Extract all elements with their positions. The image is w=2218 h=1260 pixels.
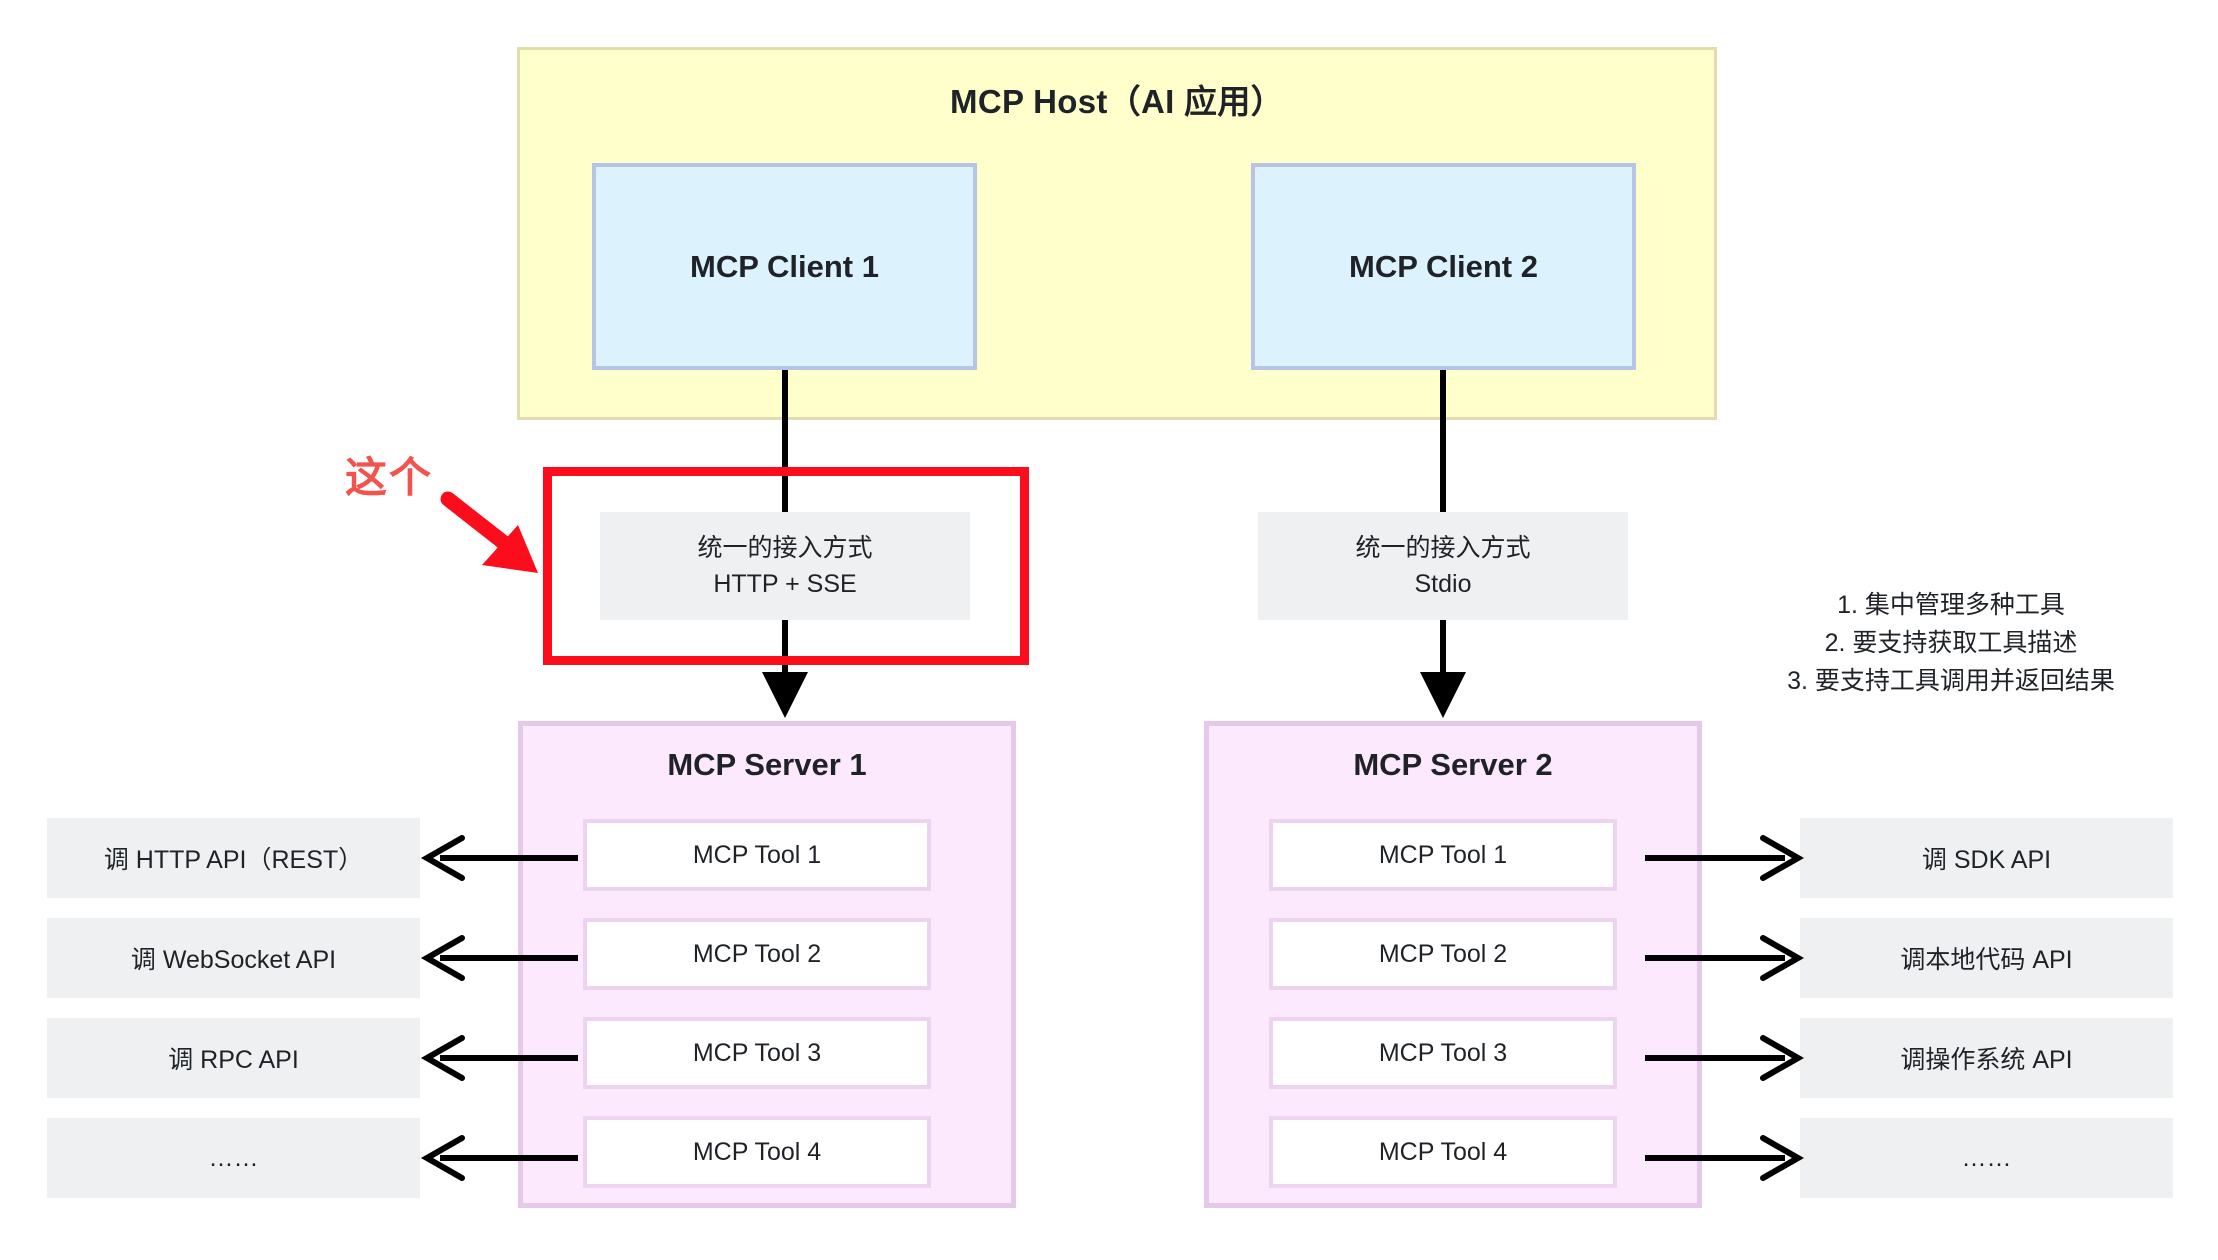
left-api-label: …… [208, 1143, 259, 1172]
tool-box[interactable]: MCP Tool 1 [1269, 819, 1617, 891]
note-item-3: 3. 要支持工具调用并返回结果 [1787, 667, 2115, 695]
requirements-notes: 1. 集中管理多种工具 2. 要支持获取工具描述 3. 要支持工具调用并返回结果 [1726, 586, 2176, 700]
annotation-text-zhege: 这个 [345, 454, 434, 501]
left-api-box-1: 调 HTTP API（REST） [47, 818, 420, 898]
tool-box[interactable]: MCP Tool 4 [1269, 1116, 1617, 1188]
left-api-label: 调 RPC API [168, 1046, 299, 1074]
mcp-server-2-tool-list: MCP Tool 1 MCP Tool 2 MCP Tool 3 MCP Too… [1269, 819, 1617, 1215]
left-api-box-2: 调 WebSocket API [47, 918, 420, 998]
left-api-label: 调 WebSocket API [130, 946, 337, 974]
transport-1-line2: HTTP + SSE [713, 570, 857, 598]
right-api-label: …… [1961, 1143, 2012, 1172]
transport-2-line1: 统一的接入方式 [1355, 533, 1531, 562]
tool-label: MCP Tool 3 [1378, 1038, 1508, 1067]
tool-label: MCP Tool 2 [692, 939, 822, 968]
note-item-2: 2. 要支持获取工具描述 [1824, 629, 2078, 657]
mcp-server-2-title: MCP Server 2 [1353, 747, 1553, 782]
mcp-server-1-container: MCP Server 1 MCP Tool 1 MCP Tool 2 MCP T… [518, 721, 1016, 1208]
right-api-box-1: 调 SDK API [1800, 818, 2173, 898]
right-api-box-3: 调操作系统 API [1800, 1018, 2173, 1098]
tool-label: MCP Tool 3 [692, 1038, 822, 1067]
tool-box[interactable]: MCP Tool 2 [1269, 918, 1617, 990]
mcp-client-2-box[interactable]: MCP Client 2 [1251, 163, 1636, 370]
right-api-box-4: …… [1800, 1118, 2173, 1198]
tool-box[interactable]: MCP Tool 1 [583, 819, 931, 891]
left-api-box-3: 调 RPC API [47, 1018, 420, 1098]
tool-label: MCP Tool 1 [1378, 840, 1508, 869]
mcp-host-title: MCP Host（AI 应用） [950, 83, 1284, 120]
right-api-box-2: 调本地代码 API [1800, 918, 2173, 998]
left-api-label: 调 HTTP API（REST） [103, 846, 364, 874]
right-api-label: 调操作系统 API [1900, 1046, 2073, 1074]
mcp-client-1-box[interactable]: MCP Client 1 [592, 163, 977, 370]
tool-label: MCP Tool 2 [1378, 939, 1508, 968]
mcp-server-1-tool-list: MCP Tool 1 MCP Tool 2 MCP Tool 3 MCP Too… [583, 819, 931, 1215]
transport-label-http-sse: 统一的接入方式 HTTP + SSE [600, 512, 970, 620]
mcp-server-2-container: MCP Server 2 MCP Tool 1 MCP Tool 2 MCP T… [1204, 721, 1702, 1208]
transport-1-line1: 统一的接入方式 [697, 533, 873, 562]
red-highlight-rectangle [543, 467, 1029, 665]
note-item-1: 1. 集中管理多种工具 [1837, 591, 2065, 619]
mcp-client-2-label: MCP Client 2 [1349, 248, 1538, 284]
transport-2-line2: Stdio [1414, 570, 1472, 598]
mcp-server-1-title: MCP Server 1 [667, 747, 867, 782]
tool-box[interactable]: MCP Tool 3 [583, 1017, 931, 1089]
transport-label-stdio: 统一的接入方式 Stdio [1258, 512, 1628, 620]
tool-box[interactable]: MCP Tool 2 [583, 918, 931, 990]
left-api-box-4: …… [47, 1118, 420, 1198]
right-api-label: 调本地代码 API [1900, 946, 2073, 974]
right-api-label: 调 SDK API [1921, 846, 2052, 874]
tool-box[interactable]: MCP Tool 4 [583, 1116, 931, 1188]
tool-box[interactable]: MCP Tool 3 [1269, 1017, 1617, 1089]
tool-label: MCP Tool 1 [692, 840, 822, 869]
mcp-client-1-label: MCP Client 1 [690, 248, 879, 284]
red-arrow-icon [440, 491, 538, 573]
tool-label: MCP Tool 4 [692, 1137, 822, 1166]
tool-label: MCP Tool 4 [1378, 1137, 1508, 1166]
